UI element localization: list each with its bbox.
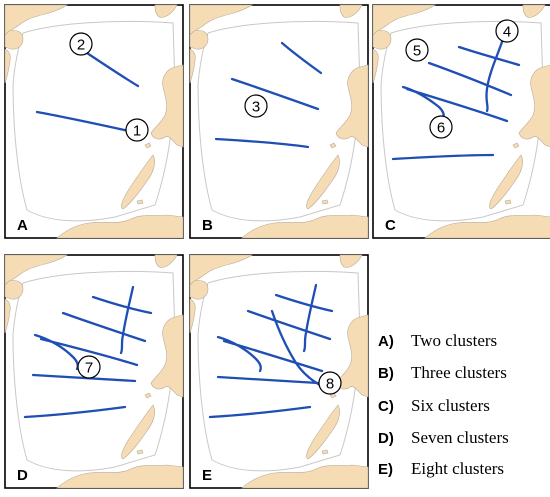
cluster-6-track-long [405,87,509,123]
cluster-7-track-middle [39,337,139,367]
panel-b: 3 B [189,4,369,239]
legend-item-a: A) Two clusters [378,331,497,350]
cluster-2-label: 2 [69,32,93,56]
panel-c: 4 5 6 C [372,4,550,239]
svg-text:C): C) [378,398,394,415]
cluster-8-track-vertical [302,283,318,353]
cluster-2-track [85,51,140,88]
legend-item-d: D) Seven clusters [378,428,509,447]
cluster-8-track-middle [222,339,324,373]
svg-text:5: 5 [413,43,421,60]
basemap-b [189,4,369,239]
cluster-3-track-middle [230,77,320,111]
panel-letter-a: A [17,217,28,234]
cluster-8-label: 8 [318,371,342,395]
cluster-8-track-south [208,405,312,419]
panel-e: 8 E [189,254,369,489]
svg-text:A): A) [378,333,394,350]
cluster-7-track-south [23,405,127,419]
legend: A) Two clusters B) Three clusters C) Six… [378,331,509,478]
cluster-7-track-lower [31,373,137,383]
svg-text:3: 3 [252,99,260,116]
basemap-e [189,254,369,489]
cluster-8-track-lower [216,375,320,385]
cluster-1-track [35,110,131,133]
cluster-4-track [485,37,505,113]
panel-letter-d: D [17,467,28,484]
svg-text:4: 4 [503,24,511,41]
svg-text:7: 7 [85,360,93,377]
panel-letter-b: B [202,217,213,234]
svg-text:1: 1 [133,123,141,140]
cluster-7-label: 7 [77,355,101,379]
legend-item-b: B) Three clusters [378,363,507,382]
cluster-track-south [391,153,495,161]
cluster-7-track-north [91,295,153,315]
cluster-8-track-curve [216,335,262,373]
panel-letter-c: C [385,217,396,234]
panel-d: 7 D [4,254,184,489]
svg-text:6: 6 [437,120,445,137]
svg-text:Eight clusters: Eight clusters [411,459,504,478]
legend-item-e: E) Eight clusters [378,459,504,478]
cluster-8-track-upper [246,309,332,341]
panel-letter-e: E [202,467,212,484]
cluster-5-label: 5 [405,38,429,62]
cluster-5-track-north [457,45,521,67]
cluster-3-track-north [280,41,323,75]
cluster-1-label: 1 [125,118,149,142]
basemap-c [372,4,550,239]
svg-text:E): E) [378,461,393,478]
svg-text:2: 2 [77,37,85,54]
cluster-4-label: 4 [495,19,519,43]
cluster-7-track-upper [61,311,147,343]
svg-text:Seven clusters: Seven clusters [411,428,509,447]
legend-item-c: C) Six clusters [378,396,490,415]
panel-a: 2 1 A [4,4,184,239]
svg-text:B): B) [378,365,394,382]
cluster-3-track-south [214,137,310,149]
svg-text:Three clusters: Three clusters [411,363,507,382]
basemap-a [4,4,184,239]
cluster-5-track-middle [427,61,513,97]
svg-text:D): D) [378,430,394,447]
cluster-6-label: 6 [429,115,453,139]
svg-text:8: 8 [326,376,334,393]
cluster-3-label: 3 [244,94,268,118]
svg-text:Two clusters: Two clusters [411,331,497,350]
cluster-7-track-vertical [119,285,135,355]
svg-text:Six clusters: Six clusters [411,396,490,415]
cluster-8-track-north [274,293,334,313]
